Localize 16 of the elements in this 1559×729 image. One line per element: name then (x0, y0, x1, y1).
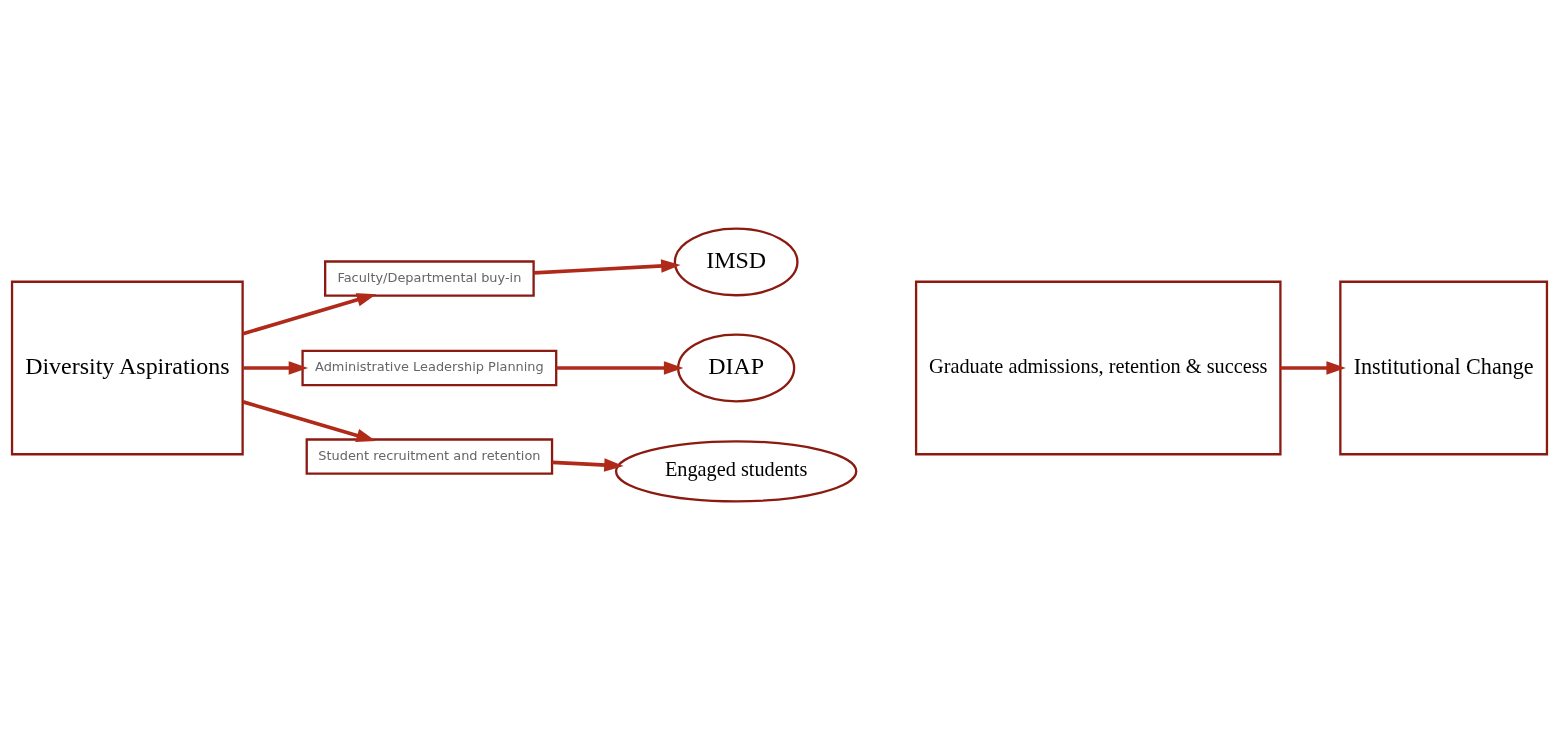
arrow (533, 258, 681, 275)
arrow (552, 457, 624, 472)
arrow (243, 360, 309, 375)
node-box: Diversity Aspirations (10, 280, 244, 455)
node-ellipse: Engaged students (614, 439, 858, 502)
node-box: Administrative Leadership Planning (301, 349, 558, 386)
node-ellipse: IMSD (673, 226, 799, 296)
node-box: Faculty/Departmental buy-in (324, 259, 535, 297)
arrow (242, 292, 377, 336)
arrow (242, 399, 376, 442)
arrow (556, 360, 684, 375)
node-box: Student recruitment and retention (305, 437, 554, 475)
node-box: Institutional Change (1339, 280, 1549, 455)
node-box: Graduate admissions, retention & success (914, 280, 1282, 455)
arrow (1280, 360, 1346, 375)
node-ellipse: DIAP (677, 333, 796, 402)
